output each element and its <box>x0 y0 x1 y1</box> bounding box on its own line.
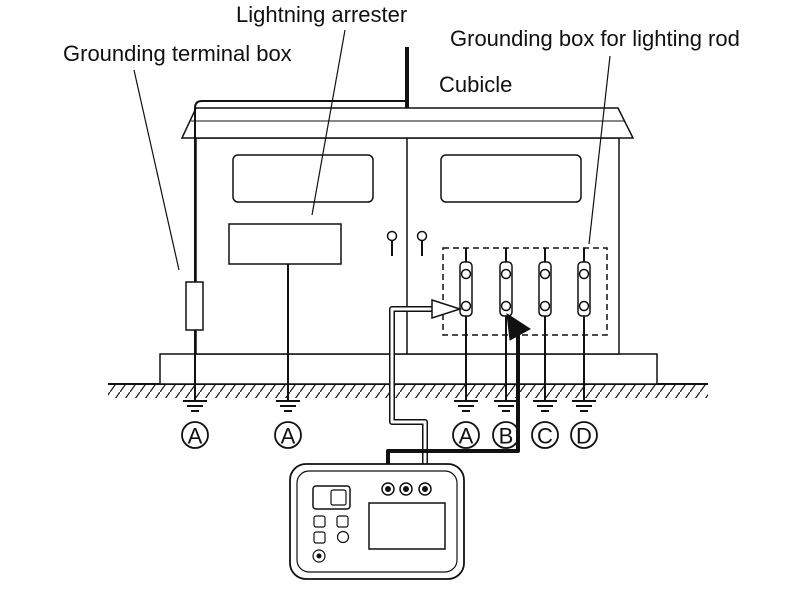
ground-point-label: A <box>452 421 480 449</box>
svg-text:C: C <box>537 424 553 449</box>
cubicle-window-left <box>232 154 374 203</box>
grounding-terminal-box-label: Grounding terminal box <box>63 41 292 66</box>
svg-text:D: D <box>576 424 592 449</box>
earth-symbol <box>454 400 478 412</box>
lightning-arrester-box <box>228 223 342 265</box>
svg-text:A: A <box>281 424 296 449</box>
button-square <box>336 515 349 528</box>
svg-text:B: B <box>499 424 514 449</box>
leader-grounding-box <box>588 55 611 245</box>
earth-symbol <box>494 400 518 412</box>
terminal-switch-a <box>459 248 473 401</box>
cubicle-label: Cubicle <box>439 72 512 97</box>
earth-symbol <box>572 400 596 412</box>
door-handle-right <box>416 230 428 256</box>
test-lead-inner <box>390 307 441 478</box>
knob-center <box>316 553 322 559</box>
button-square <box>313 515 326 528</box>
leader-lightning-arrester <box>311 29 346 216</box>
terminal-switch-c <box>538 248 552 401</box>
cubicle-foundation <box>159 353 658 385</box>
earth-symbol <box>276 400 300 412</box>
ground-point-label: A <box>181 421 209 449</box>
ground-point-label: B <box>492 421 520 449</box>
display-screen <box>368 502 446 550</box>
ground-point-label: C <box>531 421 559 449</box>
test-lead-black-arrow <box>506 312 531 341</box>
terminal-switch-b <box>499 248 513 401</box>
grounding-box-rod-label: Grounding box for lighting rod <box>450 26 740 51</box>
grounding-terminal-box <box>185 281 204 331</box>
svg-text:A: A <box>459 424 474 449</box>
button-square <box>313 531 326 544</box>
test-lead-arrow <box>431 298 463 320</box>
terminal-switch-d <box>577 248 591 401</box>
rod-down-conductor <box>194 100 407 282</box>
earth-symbol <box>533 400 557 412</box>
lightning-arrester-label: Lightning arrester <box>236 2 407 27</box>
earth-tester <box>289 463 465 580</box>
button-round <box>336 530 350 544</box>
ground-point-label: D <box>570 421 598 449</box>
svg-text:A: A <box>188 424 203 449</box>
leader-grounding-terminal-box <box>133 69 180 271</box>
cubicle-window-right <box>440 154 582 203</box>
cubicle-roof <box>180 107 635 139</box>
door-handle-left <box>386 230 398 256</box>
earth-symbol <box>183 400 207 412</box>
ground-point-label: A <box>274 421 302 449</box>
ground-hatch <box>108 384 708 398</box>
grounding-box-lighting-rod <box>442 247 608 336</box>
